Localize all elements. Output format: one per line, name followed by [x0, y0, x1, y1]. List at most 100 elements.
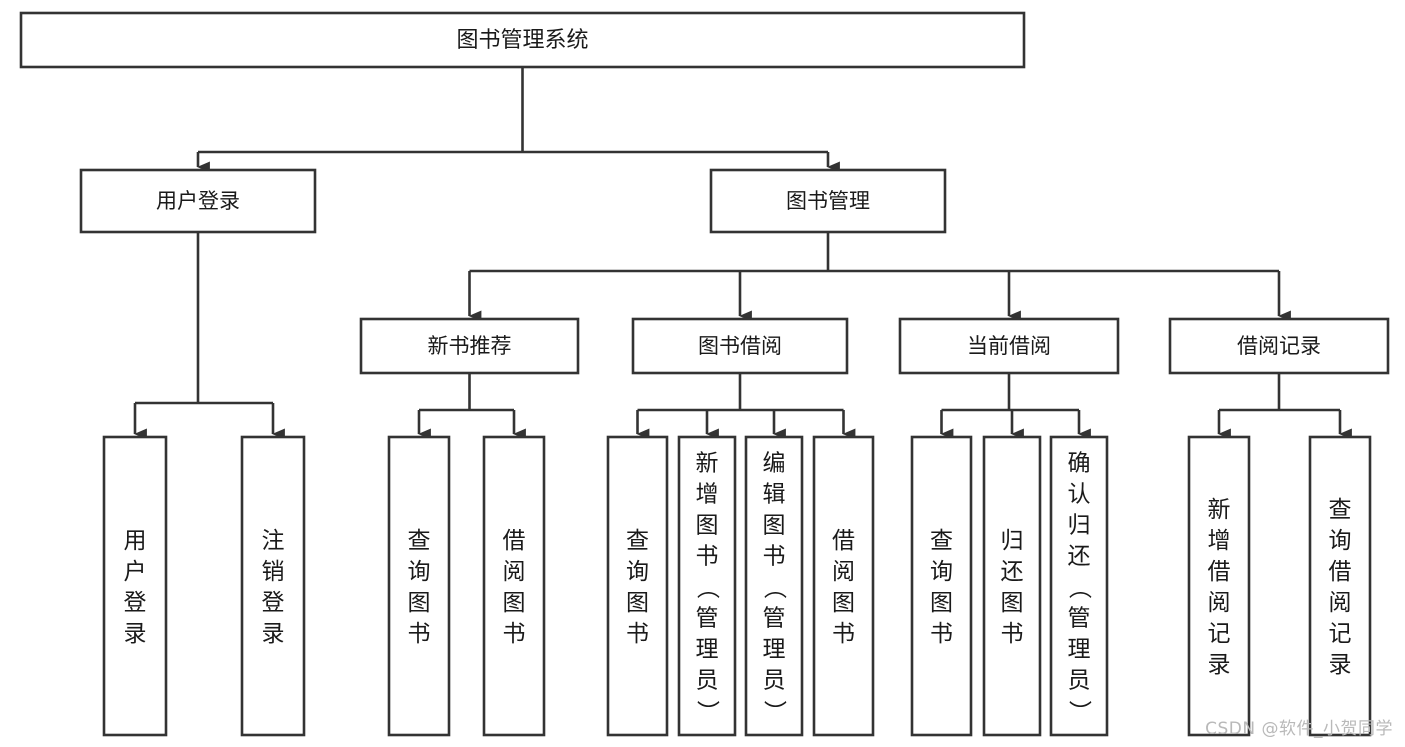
- node-l2-node-图书管理[interactable]: 图书管理: [709, 168, 947, 234]
- leaf-label-char: 借: [832, 528, 855, 554]
- leaf-label-char: 管: [763, 606, 786, 632]
- leaf-label-char: 销: [262, 559, 285, 585]
- leaf-label-char: （: [1066, 576, 1092, 599]
- leaf-label-char: 书: [763, 544, 786, 570]
- leaf-label-char: 记: [1208, 621, 1231, 647]
- leaf-label-char: 登: [124, 590, 147, 616]
- leaf-label-char: 借: [1208, 559, 1231, 585]
- leaf-label-char: 借: [503, 528, 526, 554]
- leaf-label-char: 查: [626, 528, 649, 554]
- leaf-label-char: 认: [1068, 482, 1091, 508]
- leaf-label-char: 录: [1208, 652, 1231, 678]
- leaf-label-char: （: [694, 576, 720, 599]
- leaf-label-char: 书: [930, 621, 953, 647]
- leaf-label-char: 新: [696, 451, 719, 477]
- leaf-label-char: 查: [408, 528, 431, 554]
- leaf-label-char: 注: [262, 528, 285, 554]
- leaf-label-char: 理: [696, 637, 719, 663]
- leaf-label-char: 图: [763, 513, 786, 539]
- connector-edges: [133, 67, 1352, 440]
- leaf-label-char: 阅: [1208, 590, 1231, 616]
- leaf-label-char: 理: [1068, 637, 1091, 663]
- leaf-label-char: 询: [408, 559, 431, 585]
- node-label: 当前借阅: [967, 334, 1051, 358]
- node-l3-node-当前借阅[interactable]: 当前借阅: [898, 317, 1120, 375]
- leaf-label-char: 查: [1329, 497, 1352, 523]
- leaf-label-char: 阅: [832, 559, 855, 585]
- leaf-label-char: 管: [1068, 606, 1091, 632]
- leaf-label-char: 书: [696, 544, 719, 570]
- leaf-label-char: 询: [930, 559, 953, 585]
- leaf-label-char: ）: [761, 700, 787, 723]
- leaf-label-char: 记: [1329, 621, 1352, 647]
- leaf-label-char: 图: [696, 513, 719, 539]
- leaf-label-char: 图: [626, 590, 649, 616]
- leaf-label-char: 录: [262, 621, 285, 647]
- leaf-label-char: 户: [124, 559, 147, 585]
- leaf-label-char: 书: [1001, 621, 1024, 647]
- leaf-label-char: 辑: [763, 482, 786, 508]
- node-l2-node-用户登录[interactable]: 用户登录: [79, 168, 317, 234]
- node-label: 用户登录: [156, 189, 240, 213]
- leaf-label-char: 增: [1208, 528, 1231, 554]
- leaf-label-char: ）: [694, 700, 720, 723]
- node-root-node-图书管理系统[interactable]: 图书管理系统: [19, 11, 1026, 69]
- leaf-label-char: 书: [832, 621, 855, 647]
- leaf-label-char: 图: [503, 590, 526, 616]
- leaf-label-char: 增: [696, 482, 719, 508]
- leaf-label-char: 登: [262, 590, 285, 616]
- leaf-label-char: 归: [1001, 528, 1024, 554]
- leaf-label-char: 询: [626, 559, 649, 585]
- node-l3-node-新书推荐[interactable]: 新书推荐: [359, 317, 580, 375]
- node-boxes: 图书管理系统用户登录图书管理新书推荐图书借阅当前借阅借阅记录用户登录注销登录查询…: [19, 11, 1390, 737]
- leaf-label-char: 书: [408, 621, 431, 647]
- node-label: 图书管理: [786, 189, 870, 213]
- leaf-label-char: 查: [930, 528, 953, 554]
- leaf-label-char: 阅: [1329, 590, 1352, 616]
- leaf-label-char: 管: [696, 606, 719, 632]
- leaf-label-char: 归: [1068, 513, 1091, 539]
- node-label: 图书管理系统: [456, 28, 588, 53]
- node-l3-node-借阅记录[interactable]: 借阅记录: [1168, 317, 1390, 375]
- leaf-node-用户登录-0[interactable]: 用户登录: [102, 435, 168, 737]
- leaf-label-char: 借: [1329, 559, 1352, 585]
- leaf-label-char: 书: [626, 621, 649, 647]
- leaf-label-char: 员: [763, 668, 786, 694]
- node-l3-node-图书借阅[interactable]: 图书借阅: [631, 317, 849, 375]
- leaf-label-char: 用: [124, 528, 147, 554]
- leaf-label-char: 图: [930, 590, 953, 616]
- leaf-label-char: 书: [503, 621, 526, 647]
- leaf-label-char: 录: [124, 621, 147, 647]
- leaf-label-char: 询: [1329, 528, 1352, 554]
- leaf-label-char: 确: [1068, 451, 1091, 477]
- leaf-label-char: 录: [1329, 652, 1352, 678]
- leaf-label-char: 编: [763, 451, 786, 477]
- node-label: 借阅记录: [1237, 334, 1321, 358]
- leaf-label-char: 员: [696, 668, 719, 694]
- leaf-label-char: 员: [1068, 668, 1091, 694]
- leaf-label-char: 还: [1001, 559, 1024, 585]
- leaf-label-char: （: [761, 576, 787, 599]
- leaf-label-char: 图: [832, 590, 855, 616]
- leaf-label-char: ）: [1066, 700, 1092, 723]
- leaf-label-char: 理: [763, 637, 786, 663]
- leaf-label-char: 图: [408, 590, 431, 616]
- leaf-label-char: 阅: [503, 559, 526, 585]
- leaf-label-char: 新: [1208, 497, 1231, 523]
- node-label: 新书推荐: [428, 334, 512, 358]
- leaf-label-char: 还: [1068, 544, 1091, 570]
